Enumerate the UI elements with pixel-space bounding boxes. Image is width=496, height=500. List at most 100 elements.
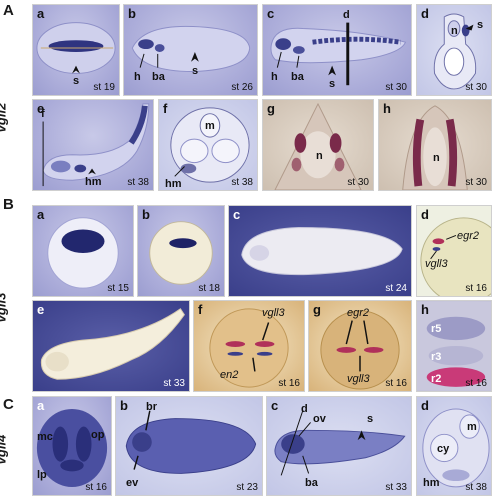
panel-b-a: a st 15	[32, 205, 134, 297]
stage-label: st 30	[465, 82, 487, 93]
label-h: h	[271, 71, 278, 83]
embryo-image	[274, 410, 406, 476]
stage-label: st 16	[465, 378, 487, 389]
stage-label: st 18	[198, 283, 220, 294]
label-r5: r5	[431, 323, 442, 335]
label-h: h	[134, 71, 141, 83]
label-ov: ov	[313, 413, 326, 425]
panel-letter: c	[233, 207, 241, 222]
label-m: m	[205, 120, 215, 132]
panel-letter: h	[421, 302, 429, 317]
panel-a-f: f m hm st 38	[158, 99, 258, 191]
label-op: op	[91, 429, 105, 441]
embryo-image	[36, 408, 108, 487]
panel-letter: h	[383, 101, 391, 116]
stage-label: st 30	[347, 177, 369, 188]
panel-letter: a	[37, 398, 45, 413]
gene-label-vgll3: vgll3	[0, 292, 9, 323]
stage-label: st 24	[385, 283, 407, 294]
panel-c-d: d m cy hm st 38	[416, 396, 492, 496]
panel-a-h: h n st 30	[378, 99, 492, 191]
label-vgll3: vgll3	[425, 258, 448, 270]
embryo-image	[241, 227, 403, 276]
panel-b-f: f vgll3 en2 st 16	[193, 300, 305, 392]
panel-a-a: a s st 19	[32, 4, 120, 96]
label-s: s	[192, 65, 199, 77]
embryo-image	[320, 310, 400, 390]
panel-letter: f	[163, 101, 168, 116]
label-vgll3: vgll3	[262, 307, 285, 319]
panel-letter: b	[120, 398, 128, 413]
panel-c-a: a mc op lp st 16	[32, 396, 112, 496]
embryo-image	[209, 308, 289, 388]
embryo-image	[149, 221, 213, 285]
label-s: s	[329, 78, 336, 90]
stage-label: st 23	[236, 482, 258, 493]
panel-c-c: c d ov s ba st 33	[266, 396, 412, 496]
panel-letter: e	[37, 101, 45, 116]
stage-label: st 33	[163, 378, 185, 389]
panel-letter: c	[271, 398, 279, 413]
panel-letter: a	[37, 207, 45, 222]
label-egr2: egr2	[457, 230, 480, 242]
embryo-image	[42, 103, 150, 187]
label-en2: en2	[220, 369, 239, 381]
embryo-image	[47, 217, 119, 289]
label-d: d	[343, 9, 350, 21]
panel-b-h: h r5 r3 r2 st 16	[416, 300, 492, 392]
embryo-image	[36, 22, 116, 74]
label-hm: hm	[165, 178, 182, 190]
label-s: s	[367, 413, 374, 425]
panel-b-e: e st 33	[32, 300, 190, 392]
stage-label: st 38	[231, 177, 253, 188]
label-cy: cy	[437, 443, 450, 455]
stage-label: st 38	[465, 482, 487, 493]
section-letter-b: B	[3, 196, 14, 213]
stage-label: st 16	[385, 378, 407, 389]
label-hm: hm	[423, 477, 440, 489]
label-egr2: egr2	[347, 307, 370, 319]
stage-label: st 16	[465, 283, 487, 294]
label-ba: ba	[305, 477, 318, 489]
label-ev: ev	[126, 477, 139, 489]
stage-label: st 16	[278, 378, 300, 389]
panel-letter: f	[198, 302, 203, 317]
panel-b-g: g egr2 vgll3 st 16	[308, 300, 412, 392]
section-image	[422, 408, 490, 488]
panel-letter: d	[421, 207, 429, 222]
label-s: s	[73, 75, 80, 87]
section-image	[433, 13, 477, 90]
panel-b-b: b st 18	[137, 205, 225, 297]
section-image	[402, 105, 468, 190]
section-image	[417, 301, 491, 391]
panel-letter: b	[128, 6, 136, 21]
gene-label-vgll4: vgll4	[0, 434, 9, 465]
panel-c-b: b br ev st 23	[115, 396, 263, 496]
embryo-image	[420, 217, 491, 296]
stage-label: st 30	[465, 177, 487, 188]
label-r2: r2	[431, 373, 442, 385]
panel-letter: b	[142, 207, 150, 222]
label-s: s	[477, 19, 484, 31]
label-lp: lp	[37, 469, 47, 481]
panel-letter: d	[421, 398, 429, 413]
embryo-image	[125, 410, 257, 474]
panel-b-c: c st 24	[228, 205, 412, 297]
stage-label: st 15	[107, 283, 129, 294]
embryo-image	[131, 25, 251, 73]
gene-label-vgll2: vgll2	[0, 102, 9, 133]
label-n: n	[433, 152, 440, 164]
panel-letter: g	[267, 101, 275, 116]
panel-a-c: c d h ba s st 30	[262, 4, 412, 96]
stage-label: st 38	[127, 177, 149, 188]
panel-b-d: d egr2 vgll3 st 16	[416, 205, 492, 297]
label-n: n	[451, 25, 458, 37]
label-ba: ba	[152, 71, 165, 83]
panel-a-d: d n s st 30	[416, 4, 492, 96]
section-letter-c: C	[3, 396, 14, 413]
panel-letter: e	[37, 302, 45, 317]
label-n: n	[316, 150, 323, 162]
label-r3: r3	[431, 351, 442, 363]
panel-a-g: g n st 30	[262, 99, 374, 191]
stage-label: st 33	[385, 482, 407, 493]
